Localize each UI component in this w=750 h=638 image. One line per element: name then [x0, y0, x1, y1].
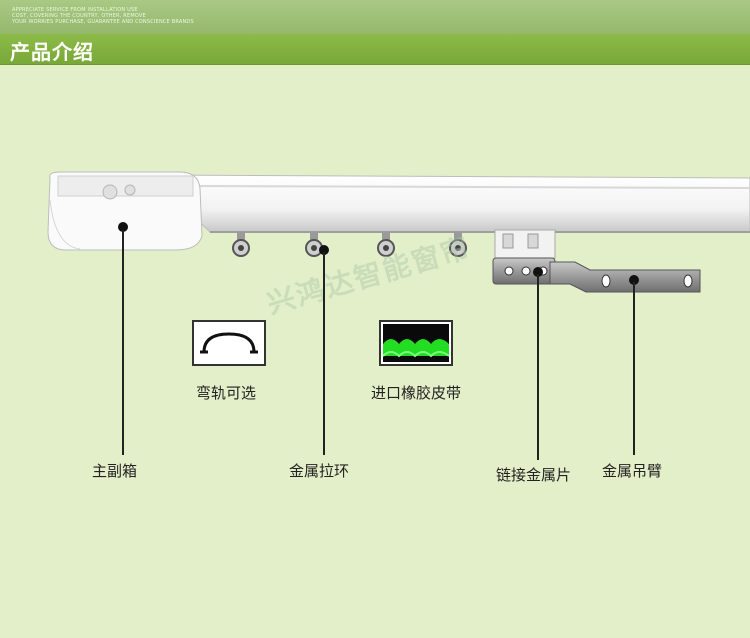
- tagline-1: APPRECIATE SERVICE FROM INSTALLATION USE: [12, 7, 138, 13]
- rubber-belt-icon: [379, 320, 453, 366]
- tagline-2: COST, COVERING THE COUNTRY, OTHER, REMOV…: [12, 13, 146, 19]
- link-plate-leader: [537, 274, 539, 460]
- link-plate-marker: [533, 267, 543, 277]
- main-box-label: 主副箱: [92, 462, 138, 480]
- metal-ring-label: 金属拉环: [289, 462, 350, 480]
- main-box-marker: [118, 222, 128, 232]
- top-banner: APPRECIATE SERVICE FROM INSTALLATION USE…: [0, 0, 750, 34]
- metal-arm-marker: [629, 275, 639, 285]
- tagline-3: YOUR WORRIES PURCHASE, GUARANTEE AND CON…: [12, 19, 194, 25]
- main-box-leader: [122, 230, 124, 455]
- section-header: 产品介绍: [0, 34, 750, 65]
- rubber-belt-label: 进口橡胶皮带: [371, 384, 462, 402]
- curved-track-icon: [192, 320, 266, 366]
- mounting-bracket: [492, 229, 701, 293]
- link-plate-label: 链接金属片: [496, 466, 572, 484]
- metal-ring-leader: [323, 252, 325, 455]
- metal-arm-leader: [633, 282, 635, 455]
- main-box: [47, 171, 203, 251]
- section-title: 产品介绍: [10, 40, 94, 64]
- curved-track-label: 弯轨可选: [196, 384, 257, 402]
- metal-ring-marker: [319, 245, 329, 255]
- track-rail: [148, 174, 750, 233]
- metal-arm-label: 金属吊臂: [602, 462, 663, 480]
